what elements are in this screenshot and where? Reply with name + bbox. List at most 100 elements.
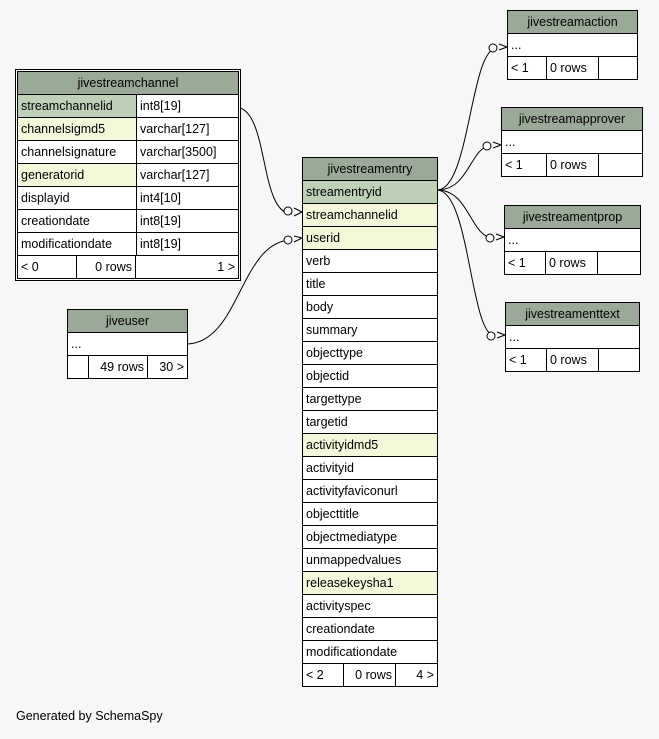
column-name: streamchannelid <box>303 204 437 226</box>
column-name: objectid <box>306 369 350 383</box>
table-row: ... <box>505 229 640 252</box>
column-name: streamchannelid <box>18 95 136 117</box>
row-count: 49 rows <box>88 356 147 378</box>
column-name: objecttitle <box>306 507 359 521</box>
column-type: int8[19] <box>136 233 238 255</box>
row-count: 0 rows <box>546 57 598 79</box>
column-name: channelsignature <box>21 145 117 159</box>
table-row: unmappedvalues <box>303 549 437 572</box>
column-name: releasekeysha1 <box>303 572 437 594</box>
column-name: activityidmd5 <box>303 434 437 456</box>
table-row: summary <box>303 319 437 342</box>
relationship-crowfoot-marker <box>498 43 508 51</box>
column-name: objectmediatype <box>306 530 398 544</box>
column-type: varchar[127] <box>136 164 238 186</box>
column-name: ... <box>511 38 522 52</box>
table-row: objectid <box>303 365 437 388</box>
table-row: generatorid varchar[127] <box>18 164 238 187</box>
parents-count: < 2 <box>306 668 324 682</box>
table-row: objectmediatype <box>303 526 437 549</box>
table-row: objecttype <box>303 342 437 365</box>
table-footer: < 1 0 rows <box>502 154 642 176</box>
table-row: activityidmd5 <box>303 434 437 457</box>
table-row: activityid <box>303 457 437 480</box>
table-footer: < 1 0 rows <box>506 349 639 371</box>
table-jivestreamentry[interactable]: jivestreamentry streamentryid streamchan… <box>302 157 438 687</box>
relationship-optional-marker <box>283 235 293 245</box>
column-type: varchar[127] <box>136 118 238 140</box>
row-count: 0 rows <box>545 252 597 274</box>
column-name: unmappedvalues <box>306 553 402 567</box>
column-name: verb <box>306 254 331 268</box>
table-row: releasekeysha1 <box>303 572 437 595</box>
table-jivestreamaction[interactable]: jivestreamaction ... < 1 0 rows <box>507 10 638 80</box>
relationship-line <box>234 106 293 215</box>
generated-by-label: Generated by SchemaSpy <box>16 709 163 723</box>
table-row: channelsigmd5 varchar[127] <box>18 118 238 141</box>
column-name: activityid <box>306 461 354 475</box>
row-count: 0 rows <box>546 349 598 371</box>
column-name: ... <box>508 233 519 247</box>
relationship-optional-marker <box>482 141 492 151</box>
table-footer: < 1 0 rows <box>508 57 637 79</box>
table-title: jivestreamaction <box>508 11 637 34</box>
table-footer: < 1 0 rows <box>505 252 640 274</box>
parents-count: < 1 <box>511 61 529 75</box>
children-count: 30 > <box>147 356 187 378</box>
table-row: activityspec <box>303 595 437 618</box>
column-name: streamentryid <box>303 181 437 203</box>
table-row: title <box>303 273 437 296</box>
column-name: generatorid <box>18 164 136 186</box>
column-name: channelsigmd5 <box>18 118 136 140</box>
table-row: channelsignature varchar[3500] <box>18 141 238 164</box>
table-row: userid <box>303 227 437 250</box>
column-type: int8[19] <box>136 210 238 232</box>
table-jivestreamenttext[interactable]: jivestreamenttext ... < 1 0 rows <box>505 302 640 372</box>
table-row: streamentryid <box>303 181 437 204</box>
parents-count: < 1 <box>509 353 527 367</box>
relationship-crowfoot-marker <box>293 235 303 243</box>
table-jivestreamentprop[interactable]: jivestreamentprop ... < 1 0 rows <box>504 205 641 275</box>
row-count: 0 rows <box>76 256 135 278</box>
relationship-line <box>436 189 496 337</box>
table-row: streamchannelid <box>303 204 437 227</box>
column-name: modificationdate <box>21 237 113 251</box>
parents-count <box>68 356 88 378</box>
table-row: displayid int4[10] <box>18 187 238 210</box>
table-footer: < 0 0 rows 1 > <box>18 256 238 278</box>
column-name: ... <box>71 337 82 351</box>
table-jiveuser[interactable]: jiveuser ... 49 rows 30 > <box>67 309 188 379</box>
parents-count: < 1 <box>508 256 526 270</box>
row-count: 0 rows <box>546 154 598 176</box>
table-jivestreamapprover[interactable]: jivestreamapprover ... < 1 0 rows <box>501 107 643 177</box>
column-name: displayid <box>21 191 70 205</box>
parents-count: < 0 <box>21 260 39 274</box>
table-footer: < 2 0 rows 4 > <box>303 664 437 686</box>
relationship-line <box>436 189 495 239</box>
relationship-optional-marker <box>486 331 496 341</box>
children-count <box>598 57 637 79</box>
column-type: varchar[3500] <box>136 141 238 163</box>
column-name: title <box>306 277 326 291</box>
relationship-optional-marker <box>283 206 293 216</box>
column-name: activityfaviconurl <box>306 484 398 498</box>
children-count <box>597 252 640 274</box>
relationship-crowfoot-marker <box>495 233 505 241</box>
children-count: 4 > <box>395 664 437 686</box>
table-row: streamchannelid int8[19] <box>18 95 238 118</box>
table-jivestreamchannel[interactable]: jivestreamchannel streamchannelid int8[1… <box>15 69 241 281</box>
column-name: activityspec <box>306 599 371 613</box>
table-row: body <box>303 296 437 319</box>
column-name: targetid <box>306 415 348 429</box>
table-row: modificationdate int8[19] <box>18 233 238 256</box>
column-type: int8[19] <box>136 95 238 117</box>
table-row: ... <box>508 34 637 57</box>
relationship-crowfoot-marker <box>496 331 506 339</box>
column-name: ... <box>509 330 520 344</box>
table-row: objecttitle <box>303 503 437 526</box>
children-count <box>598 154 642 176</box>
table-title: jiveuser <box>68 310 187 333</box>
table-title: jivestreamentry <box>303 158 437 181</box>
relationship-crowfoot-marker <box>293 207 303 217</box>
table-row: creationdate <box>303 618 437 641</box>
